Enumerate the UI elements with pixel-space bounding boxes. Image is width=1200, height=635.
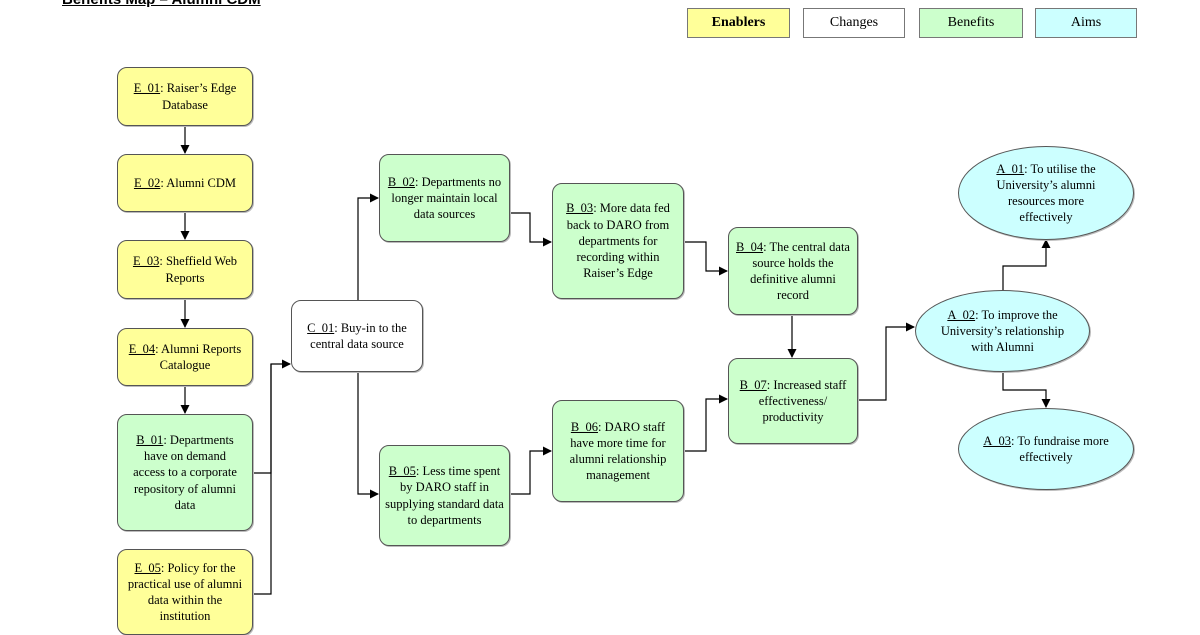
node-b03-text: : More data fed back to DARO from depart… [566, 201, 670, 281]
node-e05-code: E_05 [134, 560, 161, 575]
edge-b05-b06 [510, 446, 552, 495]
node-b07-code: B_07 [739, 377, 767, 392]
legend-aims: Aims [1035, 8, 1137, 38]
node-b01-text: : Departments have on demand access to a… [133, 432, 237, 512]
node-b04-text: : The central data source holds the defi… [750, 239, 850, 303]
node-a01-code: A_01 [996, 161, 1025, 176]
edge-b07-a02 [858, 322, 915, 401]
node-b05-code: B_05 [388, 464, 416, 478]
legend-benefits: Benefits [919, 8, 1023, 38]
node-e05-text: : Policy for the practical use of alumni… [127, 560, 243, 624]
node-c01-code: C_01 [307, 320, 335, 335]
node-b02-code: B_02 [387, 174, 415, 189]
edge-b03-b04 [684, 241, 728, 276]
node-b03: B_03: More data fed back to DARO from de… [552, 183, 684, 299]
node-b02-text: : Departments no longer maintain local d… [391, 174, 502, 222]
node-c01: C_01: Buy-in to the central data source [291, 300, 423, 372]
node-b04: B_04: The central data source holds the … [728, 227, 858, 315]
node-e01-code: E_01 [133, 81, 161, 96]
edge-c01-b05 [357, 373, 379, 499]
node-a02: A_02: To improve the University’s relati… [915, 290, 1090, 372]
node-a01-text: : To utilise the University’s alumni res… [996, 161, 1096, 225]
node-e04: E_04: Alumni Reports Catalogue [117, 328, 253, 386]
legend-aims-label: Aims [1070, 15, 1102, 30]
node-a01: A_01: To utilise the University’s alumni… [958, 146, 1134, 240]
edge-b02-b03 [510, 212, 552, 247]
node-a03-code: A_03 [983, 433, 1011, 448]
node-b01: B_01: Departments have on demand access … [117, 414, 253, 531]
node-e02-code: E_02 [133, 175, 161, 190]
node-e01: E_01: Raiser’s Edge Database [117, 67, 253, 126]
node-e03-code: E_03 [132, 254, 160, 269]
node-e04-text: : Alumni Reports Catalogue [155, 341, 242, 372]
node-b02: B_02: Departments no longer maintain loc… [379, 154, 510, 242]
edge-a02-a01 [1002, 239, 1051, 290]
legend-changes: Changes [803, 8, 905, 38]
node-e03-text: : Sheffield Web Reports [159, 254, 238, 285]
node-b01-code: B_01 [136, 432, 164, 447]
node-b07: B_07: Increased staff effectiveness/ pro… [728, 358, 858, 444]
node-b05: B_05: Less time spent by DARO staff in s… [379, 445, 510, 546]
node-e04-code: E_04 [128, 341, 156, 356]
node-b04-code: B_04 [736, 239, 764, 254]
edge-b06-b07 [684, 394, 728, 452]
node-b07-text: : Increased staff effectiveness/ product… [758, 377, 847, 425]
node-e05: E_05: Policy for the practical use of al… [117, 549, 253, 635]
node-b03-code: B_03 [566, 201, 594, 216]
node-e03: E_03: Sheffield Web Reports [117, 240, 253, 299]
node-c01-text: : Buy-in to the central data source [310, 320, 407, 351]
node-b06: B_06: DARO staff have more time for alum… [552, 400, 684, 502]
edge-e05-c01 [253, 364, 272, 595]
node-b05-text: : Less time spent by DARO staff in suppl… [385, 464, 504, 527]
node-a03: A_03: To fundraise more effectively [958, 408, 1134, 490]
map-title: Benefits Map – Alumni CDM [62, 0, 261, 8]
node-b06-text: : DARO staff have more time for alumni r… [569, 419, 667, 483]
node-a02-code: A_02 [947, 307, 976, 322]
node-e01-text: : Raiser’s Edge Database [160, 81, 237, 112]
node-a03-text: : To fundraise more effectively [1010, 433, 1109, 464]
edge-a02-a03 [1002, 371, 1051, 408]
node-a02-text: : To improve the University’s relationsh… [940, 307, 1065, 355]
legend-changes-label: Changes [829, 15, 879, 30]
node-e02-text: : Alumni CDM [160, 175, 237, 190]
legend-benefits-label: Benefits [947, 15, 995, 30]
legend-enablers-label: Enablers [711, 15, 766, 30]
node-b06-code: B_06 [570, 419, 598, 434]
node-e02: E_02: Alumni CDM [117, 154, 253, 212]
legend-enablers: Enablers [687, 8, 790, 38]
